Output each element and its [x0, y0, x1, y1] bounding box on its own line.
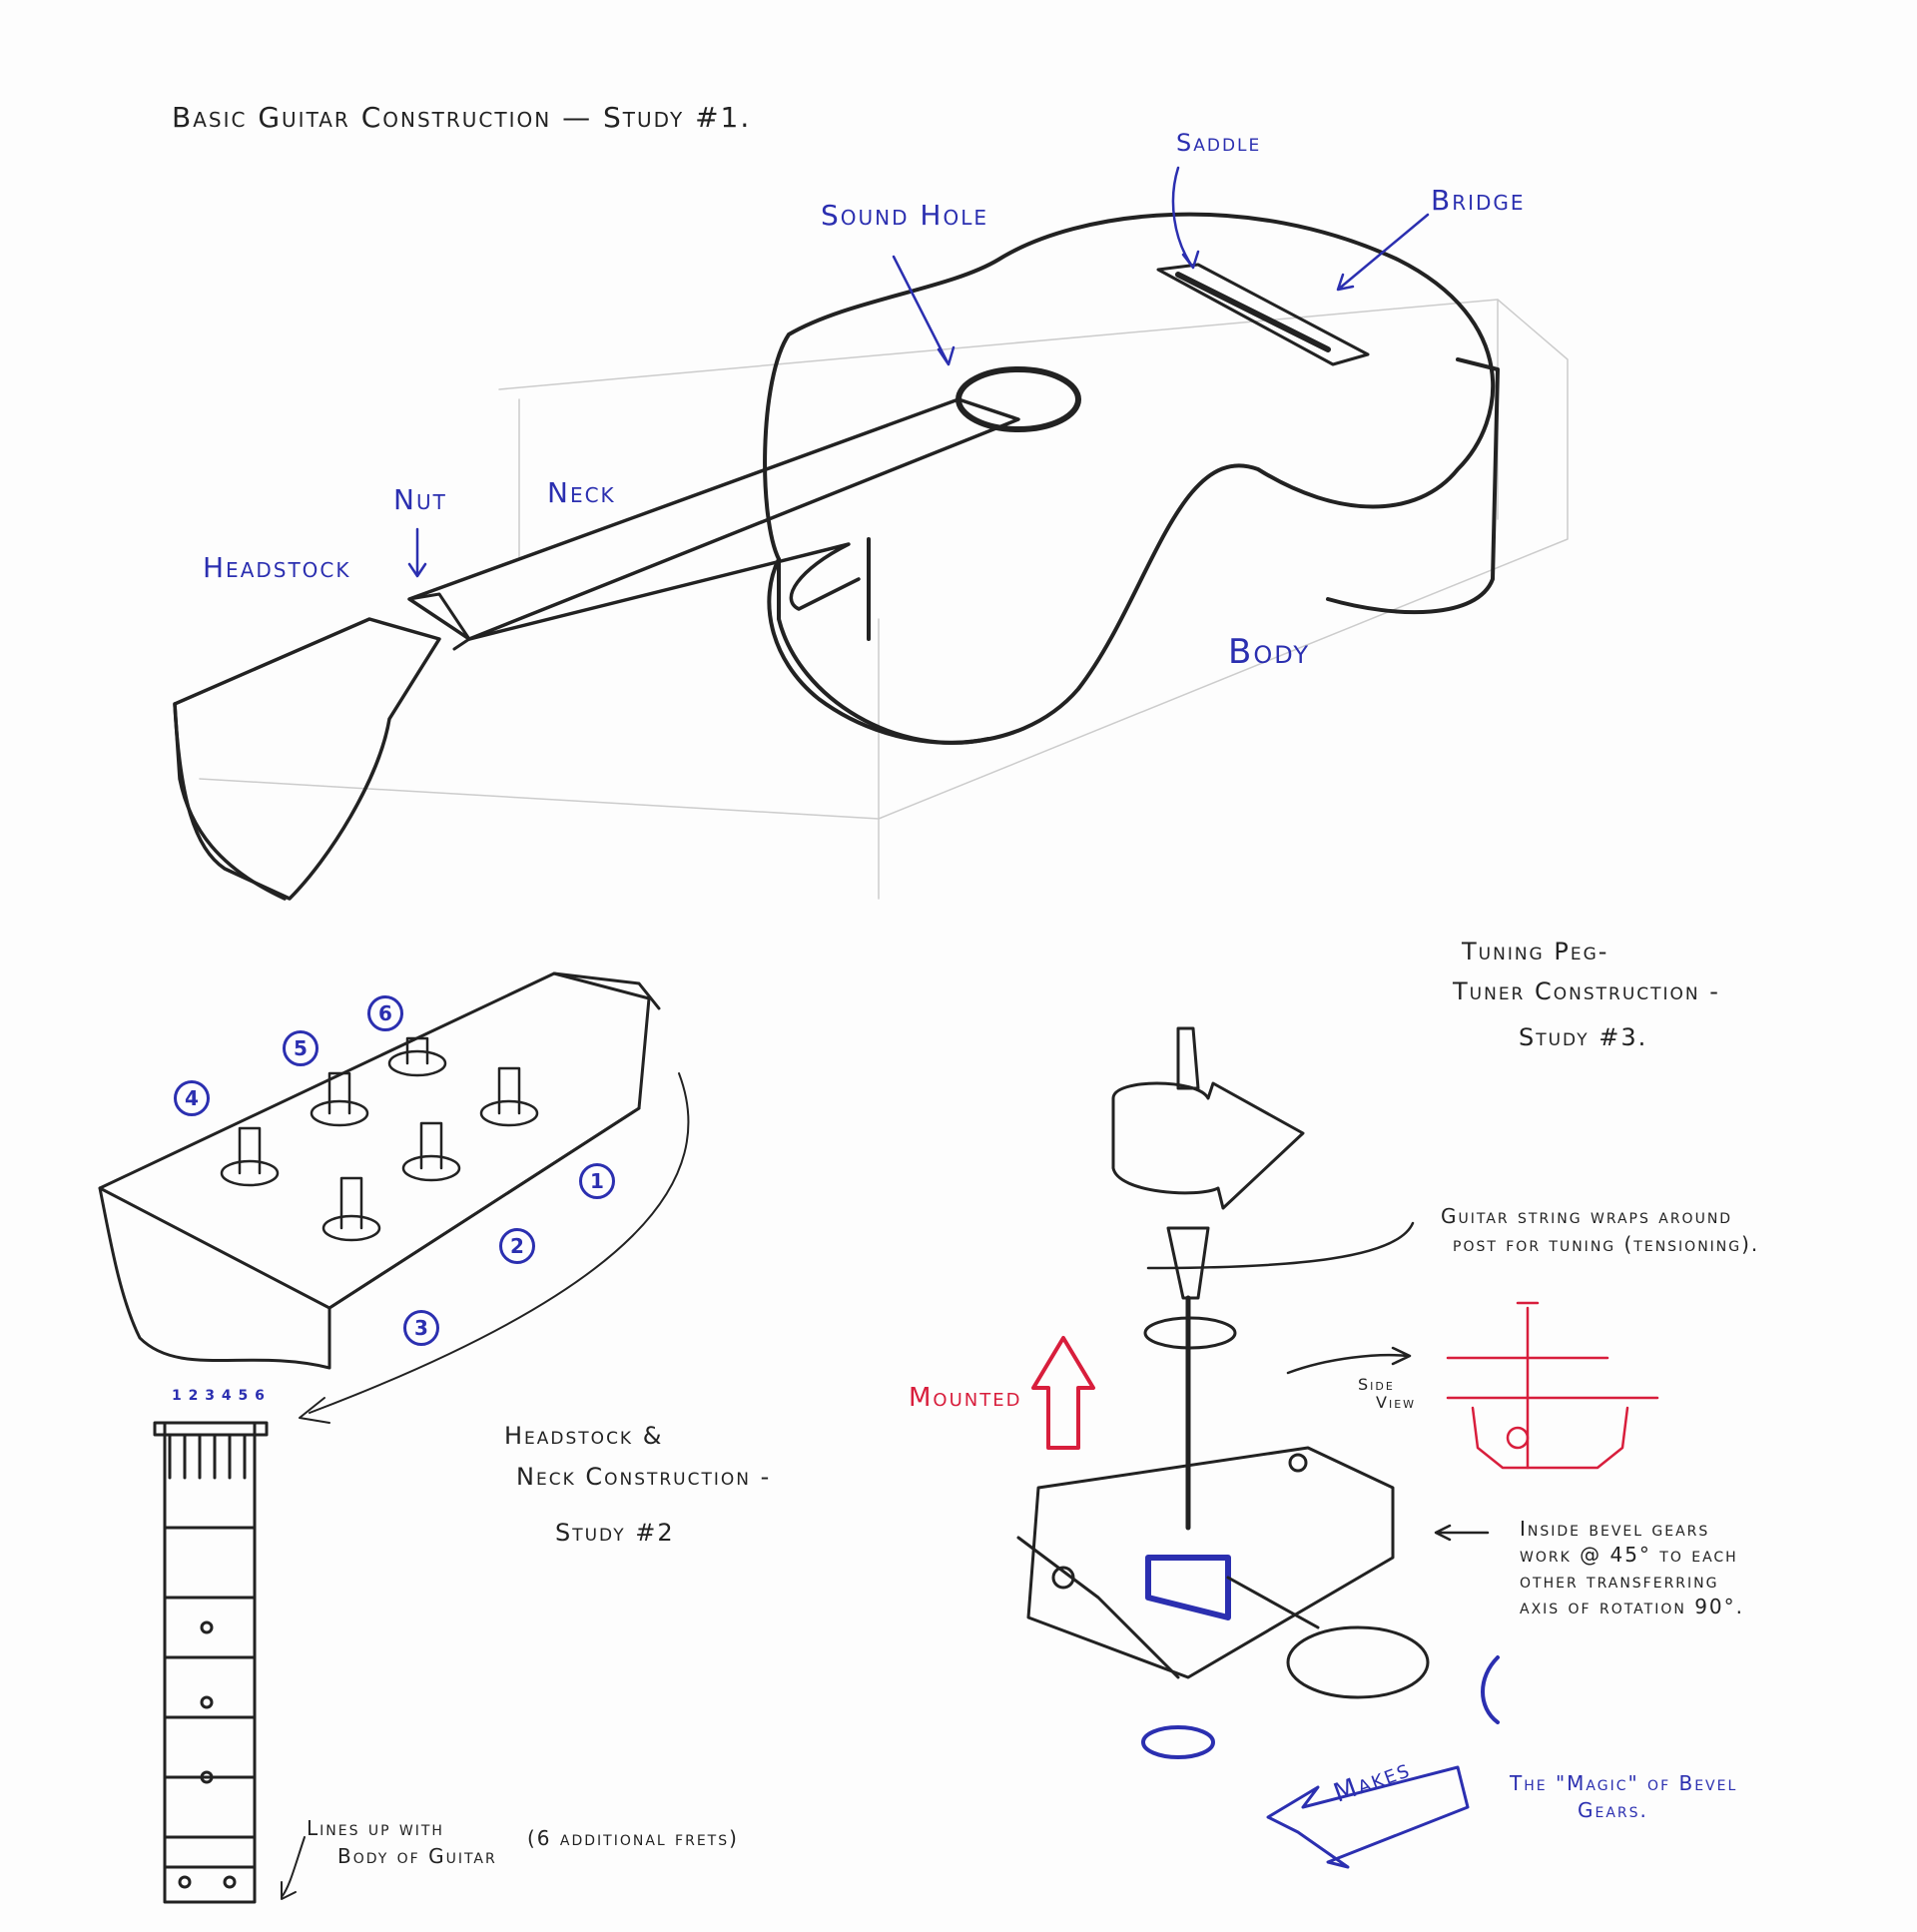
side-view-line1: Side	[1358, 1375, 1395, 1394]
study2-title-line3: Study #2	[555, 1519, 675, 1547]
gears-note-line1: Inside bevel gears	[1520, 1517, 1710, 1541]
study2-title-line1: Headstock &	[504, 1422, 664, 1450]
guitar-neck	[407, 397, 1020, 651]
peg-number-3: 3	[403, 1310, 439, 1346]
tuning-peg	[1016, 1026, 1490, 1699]
fretboard	[153, 1421, 306, 1904]
peg-posts	[220, 1036, 539, 1242]
study3-title-line2: Tuner Construction -	[1453, 977, 1720, 1005]
string-note-line2: post for tuning (tensioning).	[1453, 1232, 1760, 1256]
study2-title-line2: Neck Construction -	[516, 1463, 772, 1491]
fret-note-line1: Lines up with	[307, 1816, 444, 1840]
label-sound-hole: Sound Hole	[821, 199, 988, 232]
magic-note-line1: The "Magic" of Bevel	[1510, 1771, 1738, 1795]
peg-number-6: 6	[367, 995, 403, 1031]
peg-number-5: 5	[283, 1030, 319, 1066]
string-note-line1: Guitar string wraps around	[1441, 1204, 1733, 1228]
page-title: Basic Guitar Construction — Study #1.	[172, 101, 752, 134]
rotation-arrows	[1141, 1655, 1500, 1869]
peg-number-2: 2	[499, 1228, 535, 1264]
string-numbers: 1 2 3 4 5 6	[172, 1388, 266, 1404]
mounted-arrow-icon	[1031, 1336, 1095, 1450]
label-mounted: Mounted	[909, 1383, 1022, 1413]
peg-number-4: 4	[174, 1080, 210, 1116]
side-view-drawing	[1446, 1301, 1659, 1470]
gears-note-line4: axis of rotation 90°.	[1520, 1595, 1745, 1618]
label-body: Body	[1228, 632, 1311, 672]
headstock-study	[98, 971, 690, 1424]
label-nut: Nut	[393, 483, 447, 516]
label-headstock: Headstock	[203, 551, 351, 584]
gears-note-line3: other transferring	[1520, 1569, 1719, 1593]
fret-note-line2: Body of Guitar	[337, 1844, 497, 1868]
gears-note-line2: work @ 45° to each	[1520, 1543, 1738, 1567]
side-view-line2: View	[1376, 1393, 1417, 1412]
label-neck: Neck	[547, 476, 616, 509]
fret-note-frets: (6 additional frets)	[527, 1826, 739, 1850]
label-saddle: Saddle	[1176, 129, 1262, 157]
study3-title-line1: Tuning Peg-	[1462, 938, 1609, 966]
headstock	[173, 617, 441, 901]
magic-note-line2: Gears.	[1578, 1798, 1648, 1822]
construction-lines	[199, 299, 1569, 900]
study3-title-line3: Study #3.	[1519, 1023, 1648, 1051]
peg-number-1: 1	[579, 1163, 615, 1199]
label-bridge: Bridge	[1431, 184, 1526, 217]
label-arrows	[407, 166, 1430, 578]
guitar-body	[763, 212, 1500, 745]
